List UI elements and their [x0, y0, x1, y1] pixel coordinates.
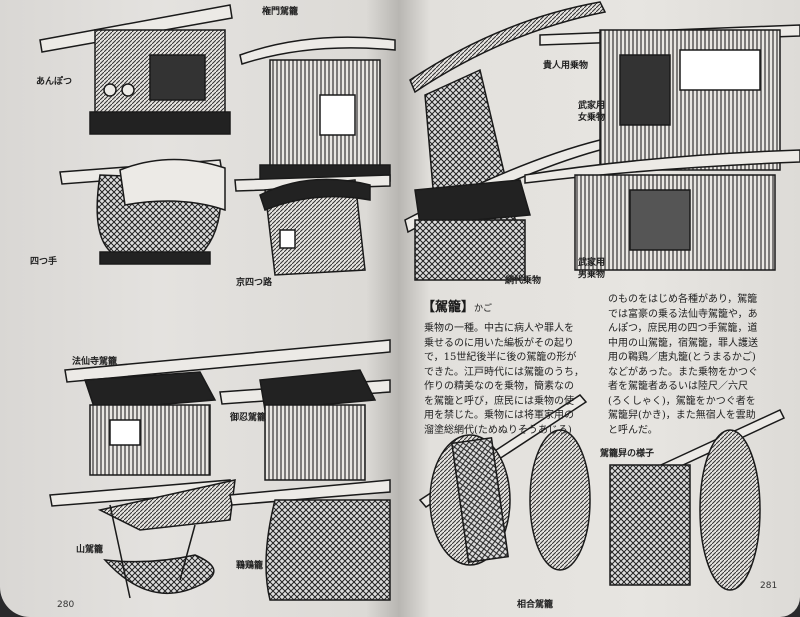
label-ajiro-norimono: 網代乗物 [505, 276, 542, 286]
page-number-right: 281 [760, 581, 778, 591]
hosenji-kago-illustration [64, 339, 391, 476]
entry-body-column-1: 乗物の一種。中古に病人や罪人を 乗せるのに用いた編板がその起り で，15世紀後半… [424, 322, 584, 438]
text-line: のものをはじめ各種があり，駕籠 [608, 294, 758, 305]
kago-carriers-illustration [418, 394, 786, 591]
text-line: (ろくしゃく)，駕籠をかつぐ者を [608, 395, 756, 407]
text-line: 作りの精美なのを乗物，簡素なの [424, 381, 574, 392]
text-line: で，15世紀後半に後の駕籠の形が [424, 352, 577, 363]
text-line: 用を禁じた。乗物には将軍家用の [424, 410, 574, 421]
tomaru-kago-illustration [229, 479, 391, 601]
text-line: 溜塗総網代(ためぬりそうあじろ) [424, 424, 572, 436]
text-line: んぽつ，庶民用の四つ手駕籠，道 [608, 323, 758, 334]
label-hosenji-kago: 法仙寺駕籠 [72, 357, 118, 367]
entry-reading: かご [474, 304, 493, 314]
anpotsu-illustration [39, 4, 233, 135]
label-buke-onna-norimono: 武家用 女乗物 [578, 100, 605, 124]
bracket-close: 】 [461, 300, 475, 315]
text-line: 駕籠舁(かき)，また無宿人を雲助 [608, 410, 756, 421]
label-yotsude: 四つ手 [30, 257, 58, 267]
label-aiai-kago: 相合駕籠 [517, 600, 554, 610]
label-gonmon-kago: 権門駕籠 [262, 7, 299, 17]
page-number-left: 280 [57, 600, 75, 610]
label-kyo-yotsuji: 京四つ路 [236, 278, 273, 288]
text-line: できた。江戸時代には駕籠のうち， [424, 366, 584, 378]
label-anpotsu: あんぽつ [36, 77, 73, 87]
label-tomaru-kago: 鶤鶏籠 [236, 561, 264, 571]
text-line: 中用の山駕籠，宿駕籠，罪人護送 [608, 337, 758, 349]
oshinobi-kago-illustration [219, 369, 391, 481]
bracket-open: 【 [422, 300, 436, 315]
text-line: 者を駕籠者あるいは陸尺／六尺 [608, 381, 748, 392]
text-line: を駕籠と呼び，庶民には乗物の使 [424, 395, 574, 407]
text-line: 乗せるのに用いた編板がその起り [424, 337, 574, 349]
yamakago-illustration [49, 479, 236, 599]
text-line: 用の鶤鶏／唐丸籠(とうまるかご) [608, 352, 756, 363]
yotsude-illustration [59, 158, 226, 265]
ajiro-norimono-illustration [404, 139, 601, 281]
caption-kago-carriers: 駕籠舁の様子 [600, 449, 655, 459]
label-line: 武家用 [578, 101, 606, 111]
entry-body-column-2: のものをはじめ各種があり，駕籠 では富豪の乗る法仙寺駕籠や，あ んぽつ，庶民用の… [608, 293, 758, 438]
gonmon-kago-illustration [239, 36, 396, 182]
label-line: 武家用 [578, 258, 606, 268]
label-oshinobi-kago: 御忍駕籠 [230, 413, 267, 423]
buke-otoko-norimono-illustration [524, 149, 800, 271]
label-buke-otoko-norimono: 武家用 男乗物 [578, 257, 605, 281]
text-line: 乗物の一種。中古に病人や罪人を [424, 323, 574, 334]
text-line: などがあった。また乗物をかつぐ [608, 366, 758, 378]
kyo-yotsuji-illustration [234, 174, 391, 276]
buke-onna-norimono-illustration [539, 24, 800, 171]
text-line: と呼んだ。 [608, 424, 658, 436]
text-line: では富豪の乗る法仙寺駕籠や，あ [608, 308, 758, 320]
label-kijin-norimono: 貴人用乗物 [543, 61, 589, 71]
label-line: 男乗物 [578, 270, 606, 280]
entry-heading: 【駕籠】かご [422, 296, 492, 315]
label-yamakago: 山駕籠 [76, 545, 104, 555]
label-line: 女乗物 [578, 113, 606, 123]
entry-term: 駕籠 [435, 300, 462, 315]
